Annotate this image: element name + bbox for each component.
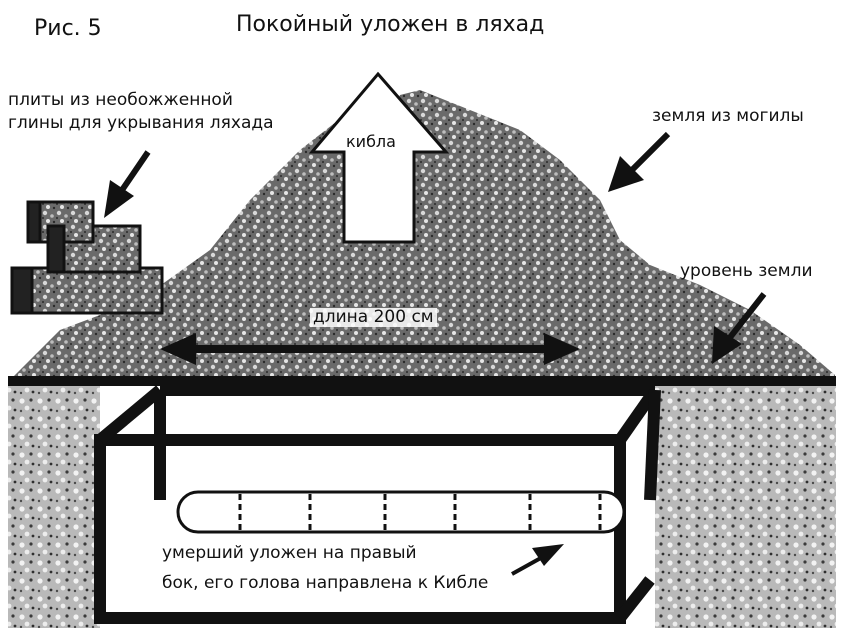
soil-right <box>655 382 836 628</box>
deceased-body <box>176 490 626 534</box>
figure-title: Покойный уложен в ляхад <box>236 12 545 37</box>
pointer-arrow-earth <box>608 131 671 192</box>
label-deceased-line2: бок, его голова направлена к Кибле <box>160 573 491 593</box>
soil-left <box>8 382 100 628</box>
label-qibla: кибла <box>346 132 396 151</box>
label-clay-plates-line2: глины для укрывания ляхада <box>8 113 274 133</box>
qibla-arrow <box>308 71 450 244</box>
label-deceased-line1: умерший уложен на правый <box>160 543 419 563</box>
label-clay-plates-line1: плиты из необожженной <box>8 90 233 110</box>
figure-number: Рис. 5 <box>34 16 102 41</box>
pointer-arrow-ground <box>712 292 767 364</box>
grave-inner-fill <box>166 396 616 434</box>
ground-level-line <box>8 376 836 386</box>
pointer-arrow-deceased <box>511 544 564 576</box>
label-length: длина 200 см <box>310 308 437 327</box>
length-arrow <box>160 333 580 365</box>
label-grave-earth: земля из могилы <box>652 106 804 126</box>
pointer-arrow-plates <box>104 150 151 218</box>
clay-plates <box>10 200 164 315</box>
earth-mound <box>10 90 835 382</box>
label-ground-level: уровень земли <box>680 261 813 281</box>
